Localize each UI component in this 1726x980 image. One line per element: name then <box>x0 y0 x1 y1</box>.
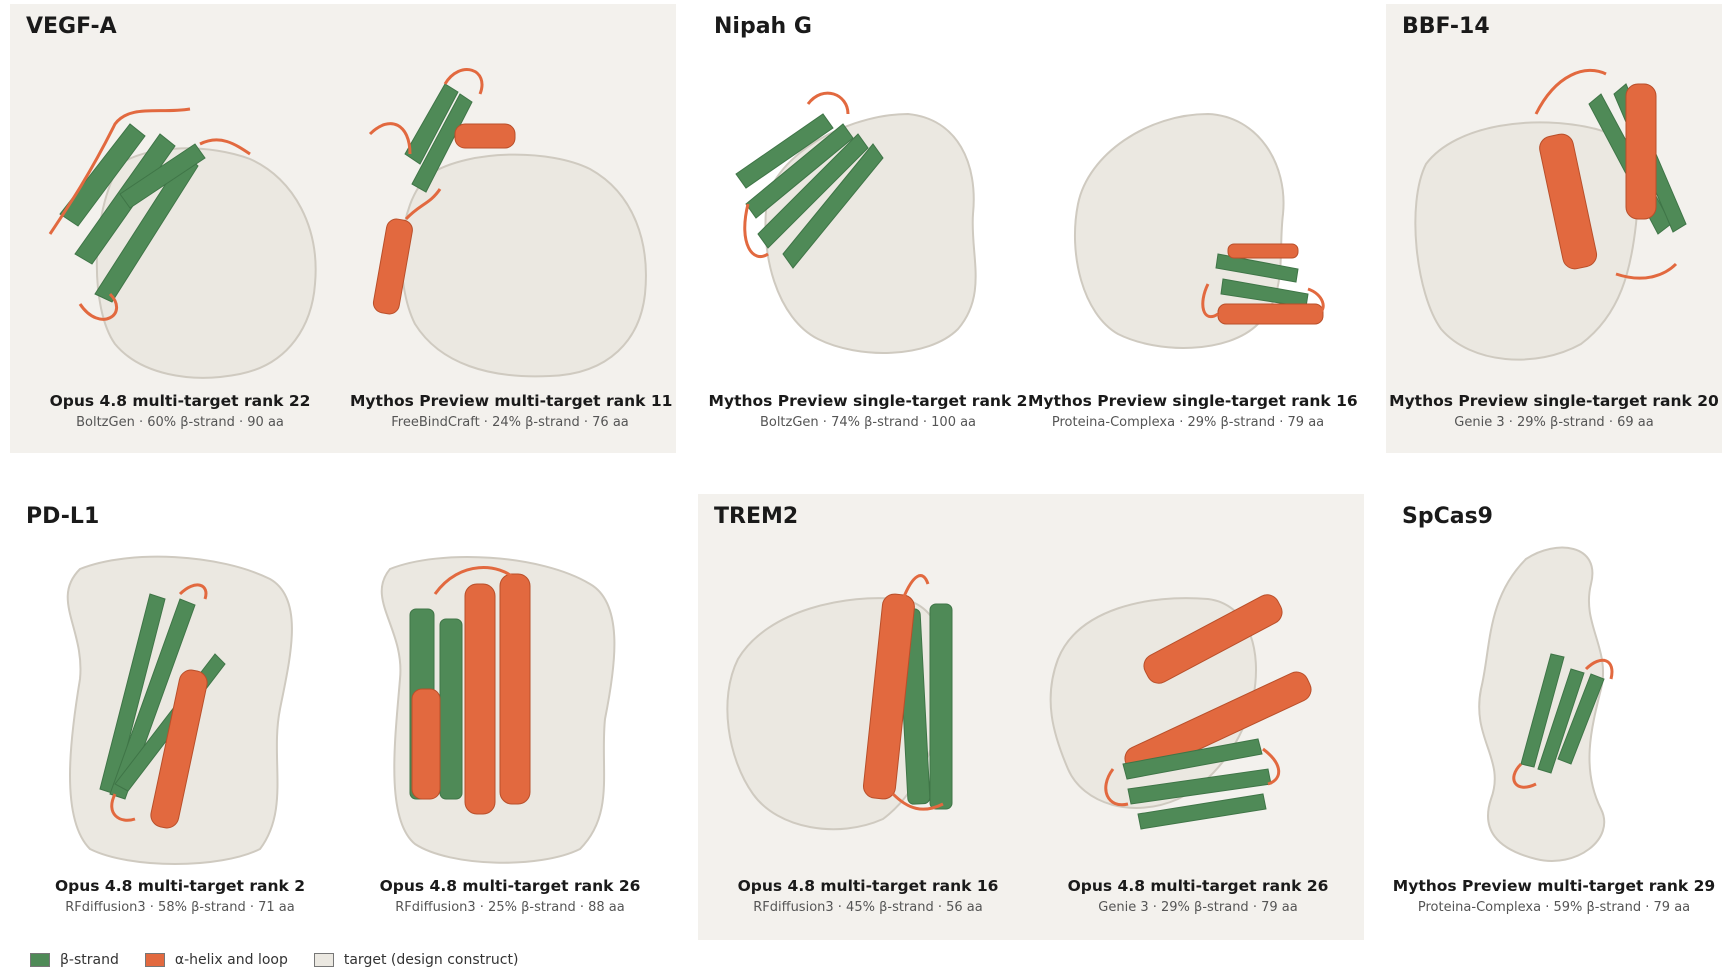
design-details: BoltzGen · 60% β-strand · 90 aa <box>76 415 284 430</box>
design-label: Opus 4.8 multi-target rank 2 <box>55 877 305 895</box>
alpha-helices <box>863 593 915 800</box>
design-label: Opus 4.8 multi-target rank 22 <box>49 392 311 410</box>
structure-render <box>726 574 953 831</box>
legend-swatch <box>30 953 50 967</box>
structure-render <box>368 68 647 378</box>
design-details: RFdiffusion3 · 25% β-strand · 88 aa <box>395 900 625 915</box>
beta-strands <box>735 113 884 269</box>
design-vegf-a-2: Mythos Preview multi-target rank 11 Free… <box>350 54 673 439</box>
loops <box>1512 658 1614 789</box>
legend-swatch <box>144 953 165 967</box>
legend-label: target (design construct) <box>343 952 519 968</box>
structure-render <box>48 107 317 379</box>
design-details: BoltzGen · 74% β-strand · 100 aa <box>759 415 977 430</box>
legend-item-strand: β-strand <box>30 952 119 968</box>
alpha-helices <box>1124 594 1312 777</box>
design-details: Genie 3 · 29% β-strand · 69 aa <box>1454 415 1654 430</box>
loops <box>891 574 944 811</box>
alpha-helices <box>150 669 208 829</box>
structure-render <box>380 556 616 864</box>
panel-title: PD-L1 <box>26 504 100 529</box>
design-nipah-g-2: Mythos Preview single-target rank 16 Pro… <box>1028 54 1358 439</box>
panel-spcas9: SpCas9 Mythos Preview multi-target rank … <box>1386 494 1722 940</box>
design-details: RFdiffusion3 · 45% β-strand · 56 aa <box>753 900 983 915</box>
panel-title: TREM2 <box>714 504 799 529</box>
design-label: Mythos Preview single-target rank 2 <box>708 392 1028 410</box>
beta-strands <box>59 123 206 303</box>
structure-render <box>1414 68 1687 361</box>
design-label: Opus 4.8 multi-target rank 26 <box>379 877 641 895</box>
legend: β-strand α-helix and loop target (design… <box>30 952 518 968</box>
panel-title: VEGF-A <box>26 14 117 39</box>
design-pd-l1-2: Opus 4.8 multi-target rank 26 RFdiffusio… <box>350 539 670 924</box>
panel-bbf-14: BBF-14 Mythos Preview single-target rank… <box>1386 4 1722 453</box>
design-details: Proteina-Complexa · 59% β-strand · 79 aa <box>1417 900 1691 915</box>
structure-render <box>735 91 977 354</box>
loops <box>368 68 484 221</box>
beta-strands <box>1520 653 1605 774</box>
panel-nipah-g: Nipah G Mythos Preview single-target ran… <box>698 4 1358 453</box>
structure-render <box>1049 594 1312 830</box>
panel-pd-l1: PD-L1 Opus 4.8 multi-target rank 2 RFdif… <box>10 494 676 940</box>
design-spcas9-1: Mythos Preview multi-target rank 29 Prot… <box>1386 539 1722 924</box>
alpha-helices <box>372 123 516 315</box>
design-pd-l1-1: Opus 4.8 multi-target rank 2 RFdiffusion… <box>20 539 340 924</box>
legend-swatch <box>313 953 334 967</box>
design-nipah-g-1: Mythos Preview single-target rank 2 Bolt… <box>708 54 1028 439</box>
structure-render <box>1478 546 1614 862</box>
loops <box>433 566 517 595</box>
design-details: Genie 3 · 29% β-strand · 79 aa <box>1098 900 1298 915</box>
alpha-helices <box>411 573 531 815</box>
structure-render <box>1074 112 1325 349</box>
loops <box>1534 68 1678 280</box>
loops <box>743 91 850 258</box>
panel-title: Nipah G <box>714 14 812 39</box>
design-label: Mythos Preview multi-target rank 11 <box>350 392 673 410</box>
loops <box>1201 283 1325 318</box>
loops <box>48 107 251 321</box>
design-trem2-2: Opus 4.8 multi-target rank 26 Genie 3 · … <box>1038 539 1358 924</box>
alpha-helices <box>1539 83 1657 270</box>
target-surface <box>400 153 647 378</box>
legend-item-target: target (design construct) <box>313 952 519 968</box>
legend-label: α-helix and loop <box>174 952 288 968</box>
design-details: RFdiffusion3 · 58% β-strand · 71 aa <box>65 900 295 915</box>
design-details: Proteina-Complexa · 29% β-strand · 79 aa <box>1051 415 1325 430</box>
design-trem2-1: Opus 4.8 multi-target rank 16 RFdiffusio… <box>708 539 1028 924</box>
design-label: Opus 4.8 multi-target rank 26 <box>1067 877 1329 895</box>
loops <box>110 583 208 822</box>
legend-item-helix: α-helix and loop <box>144 952 288 968</box>
design-vegf-a-1: Opus 4.8 multi-target rank 22 BoltzGen ·… <box>20 54 340 439</box>
target-surface <box>1414 121 1639 361</box>
structure-render <box>66 555 293 865</box>
design-details: FreeBindCraft · 24% β-strand · 76 aa <box>391 415 629 430</box>
loops <box>1104 747 1281 807</box>
legend-label: β-strand <box>60 952 119 968</box>
panel-trem2: TREM2 Opus 4.8 multi-target rank 16 RFdi… <box>698 494 1364 940</box>
panel-title: BBF-14 <box>1402 14 1490 39</box>
beta-strands <box>1122 738 1272 830</box>
design-label: Mythos Preview single-target rank 20 <box>1389 392 1719 410</box>
design-bbf-14-1: Mythos Preview single-target rank 20 Gen… <box>1386 54 1722 439</box>
design-label: Mythos Preview single-target rank 16 <box>1028 392 1358 410</box>
panel-vegf-a: VEGF-A Opus 4.8 multi-target rank 22 Bol… <box>10 4 676 453</box>
panel-title: SpCas9 <box>1402 504 1493 529</box>
design-label: Mythos Preview multi-target rank 29 <box>1392 877 1716 895</box>
design-label: Opus 4.8 multi-target rank 16 <box>737 877 999 895</box>
alpha-helices <box>1217 243 1324 325</box>
beta-strands <box>404 83 473 193</box>
